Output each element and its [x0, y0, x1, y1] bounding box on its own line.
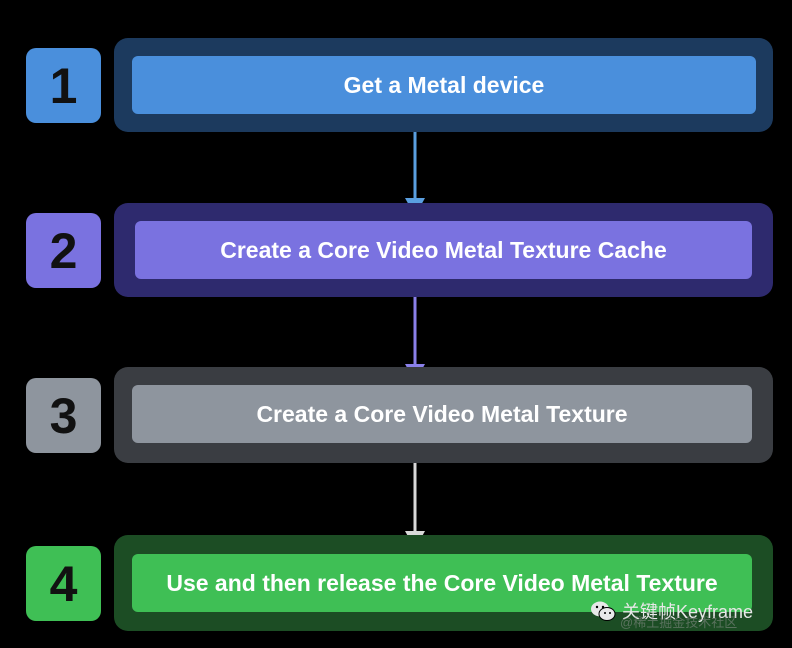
step-2-box: Create a Core Video Metal Texture Cache: [135, 221, 752, 279]
wechat-icon: [591, 601, 616, 621]
watermark-brand: 关键帧Keyframe: [622, 602, 754, 622]
watermark: 关键帧Keyframe @稀土掘金技术社区: [590, 598, 754, 630]
step-4-number-badge: 4: [26, 546, 101, 621]
step-2-label: Create a Core Video Metal Texture Cache: [220, 236, 667, 263]
step-4-box: Use and then release the Core Video Meta…: [132, 554, 752, 612]
step-2-number-badge: 2: [26, 213, 101, 288]
step-1-number-badge: 1: [26, 48, 101, 123]
step-1-label: Get a Metal device: [343, 71, 545, 98]
step-1-box: Get a Metal device: [132, 56, 756, 114]
watermark-sub: @稀土掘金技术社区: [620, 615, 738, 630]
step-4-label: Use and then release the Core Video Meta…: [166, 569, 718, 596]
step-3-label: Create a Core Video Metal Texture: [256, 400, 628, 427]
step-3-number-badge: 3: [26, 378, 101, 453]
step-3-box: Create a Core Video Metal Texture: [132, 385, 752, 443]
